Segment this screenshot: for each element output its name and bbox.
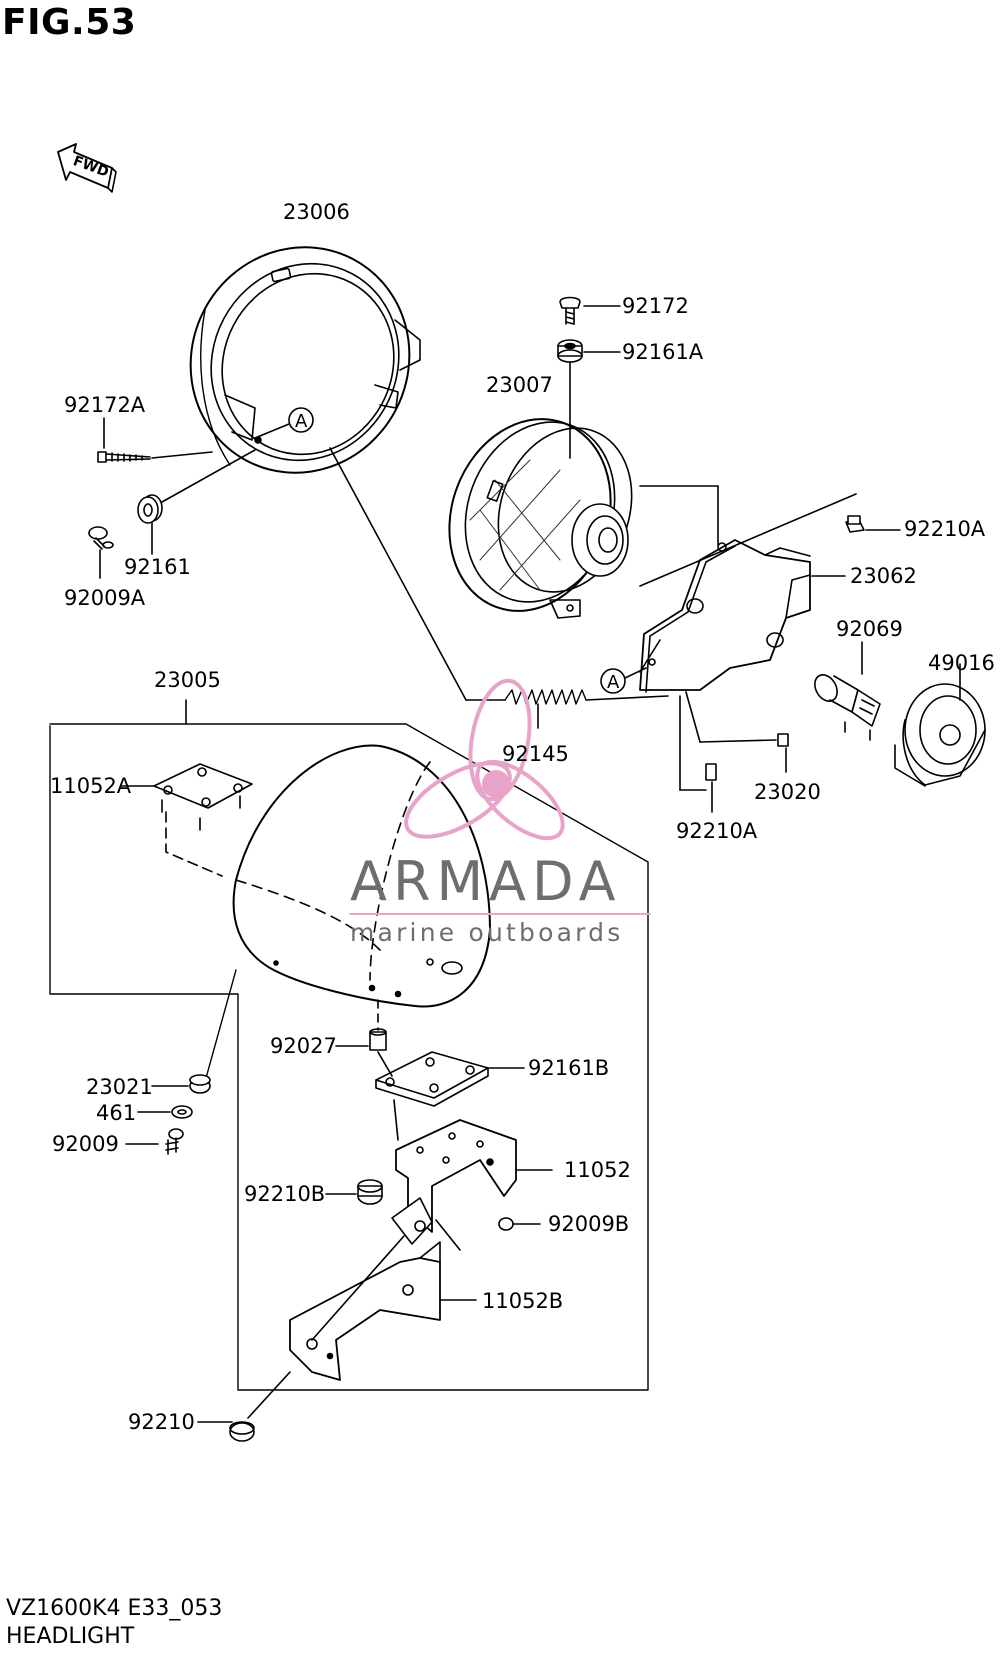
part-label-23007[interactable]: 23007	[486, 373, 553, 397]
headlight-case	[189, 246, 421, 474]
screw-92172-icon	[559, 296, 581, 325]
part-label-92027[interactable]: 92027	[270, 1034, 337, 1058]
bracket-11052B-icon	[289, 1197, 441, 1381]
section-name: HEADLIGHT	[6, 1624, 135, 1649]
part-label-11052A[interactable]: 11052A	[50, 774, 132, 798]
figure-title: FIG.53	[2, 2, 137, 43]
reference-mark-a-bottom: A	[600, 668, 626, 694]
clip-23020-icon	[777, 733, 789, 747]
model-code: VZ1600K4 E33_053	[6, 1596, 223, 1621]
washer-461-icon	[171, 1105, 193, 1119]
part-label-23021[interactable]: 23021	[86, 1075, 153, 1099]
reference-mark-a-top: A	[288, 407, 314, 433]
part-label-92009[interactable]: 92009	[52, 1132, 119, 1156]
screw-92009-icon	[165, 1128, 184, 1155]
grommet-92161-icon	[137, 494, 163, 524]
fwd-arrow-icon: FWD	[57, 143, 117, 193]
part-label-92161A[interactable]: 92161A	[622, 340, 704, 364]
spring-92145-icon	[504, 689, 587, 705]
part-label-23062[interactable]: 23062	[850, 564, 917, 588]
damper-92161B-icon	[375, 1051, 489, 1107]
collar-92027-icon	[369, 1028, 387, 1051]
part-label-23020[interactable]: 23020	[754, 780, 821, 804]
part-label-92210A-bottom[interactable]: 92210A	[676, 819, 758, 843]
part-label-461[interactable]: 461	[96, 1101, 137, 1125]
watermark-tagline: marine outboards	[350, 918, 624, 947]
part-label-92009B[interactable]: 92009B	[548, 1212, 630, 1236]
watermark-logo-icon	[404, 678, 565, 841]
part-label-49016[interactable]: 49016	[928, 651, 995, 675]
headlight-unit	[448, 418, 633, 619]
part-label-11052B[interactable]: 11052B	[482, 1289, 564, 1313]
plate-11052A-icon	[153, 763, 253, 831]
grommet-23021-icon	[189, 1074, 211, 1094]
nut-92210B-icon	[357, 1179, 383, 1205]
part-label-92172A[interactable]: 92172A	[64, 393, 146, 417]
watermark-name: ARMADA	[350, 850, 622, 913]
part-label-92069[interactable]: 92069	[836, 617, 903, 641]
screw-92009A-icon	[88, 526, 114, 550]
part-label-92145[interactable]: 92145	[502, 742, 569, 766]
nut-92210A-icon	[845, 515, 865, 533]
part-label-92210A-top[interactable]: 92210A	[904, 517, 986, 541]
bracket-11052-icon	[395, 1119, 517, 1233]
headlight-shell	[232, 744, 491, 1008]
headlight-bracket-23062	[639, 539, 811, 693]
part-label-92161[interactable]: 92161	[124, 555, 191, 579]
bulb-cover-49016-icon	[894, 683, 986, 787]
bolt-92009B-icon	[498, 1217, 514, 1231]
reference-mark-text: A	[607, 672, 620, 693]
nut-92210-icon	[229, 1421, 255, 1442]
part-label-92172[interactable]: 92172	[622, 294, 689, 318]
part-label-92210B[interactable]: 92210B	[244, 1182, 326, 1206]
part-label-92009A[interactable]: 92009A	[64, 586, 146, 610]
assembly-outline-23005	[49, 723, 649, 1391]
part-label-11052[interactable]: 11052	[564, 1158, 631, 1182]
reference-mark-text: A	[295, 411, 308, 432]
grommet-92161A-icon	[557, 339, 583, 363]
part-label-92161B[interactable]: 92161B	[528, 1056, 610, 1080]
bulb-92069-icon	[814, 674, 881, 741]
part-label-92210[interactable]: 92210	[128, 1410, 195, 1434]
part-label-23005[interactable]: 23005	[154, 668, 221, 692]
screw-92172A-icon	[97, 451, 151, 463]
nut-92210A-bottom-icon	[705, 763, 717, 781]
part-label-23006[interactable]: 23006	[283, 200, 350, 224]
